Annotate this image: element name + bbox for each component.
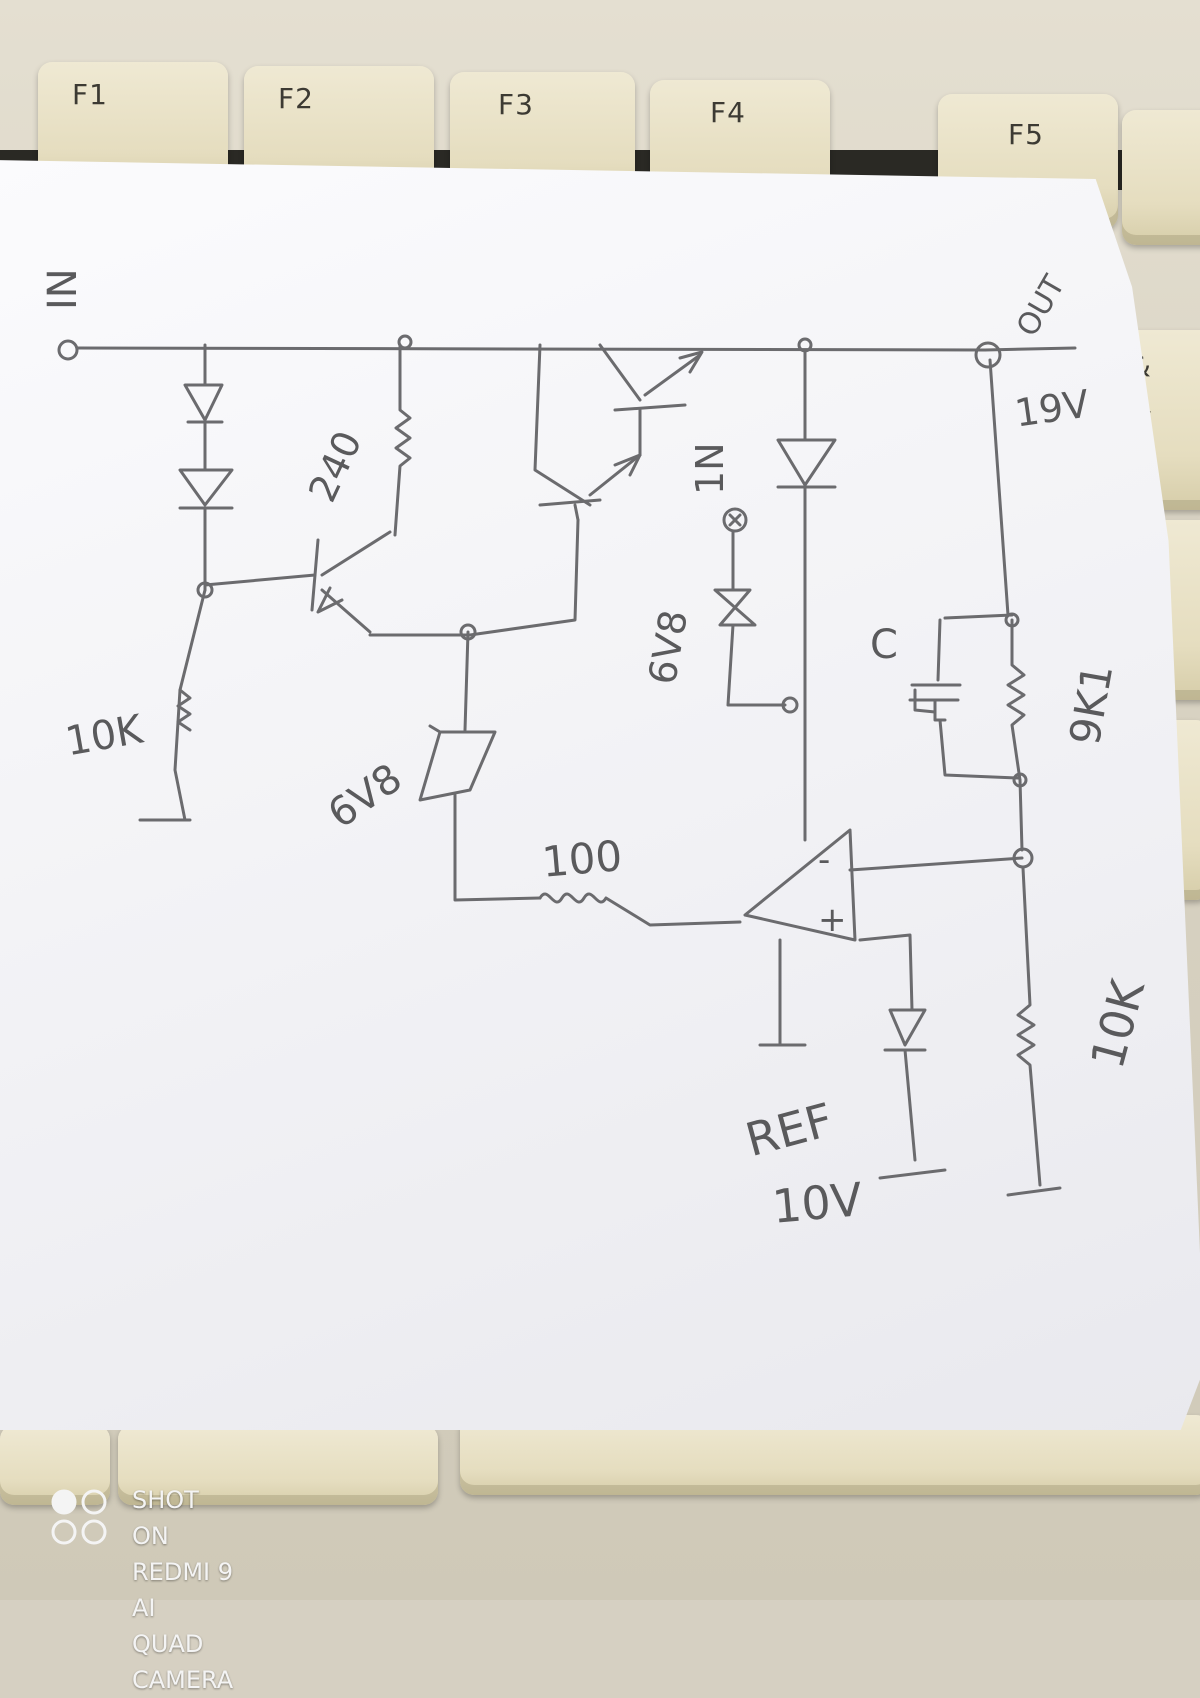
- watermark-line1: SHOT ON REDMI 9: [132, 1486, 234, 1586]
- wire: [726, 623, 787, 707]
- junction-dot: [781, 696, 799, 714]
- watermark-text: SHOT ON REDMI 9 AI QUAD CAMERA: [132, 1482, 233, 1698]
- junction-dot: [196, 581, 214, 599]
- plus-terminal: [722, 507, 748, 533]
- wire: [938, 718, 1020, 780]
- input-terminal: [57, 339, 79, 361]
- label-opamp-minus: -: [818, 840, 831, 880]
- diode-1n: [776, 438, 837, 489]
- resistor-zigzag: [176, 688, 192, 732]
- camera-logo-icon: [51, 1489, 107, 1545]
- circuit-schematic: [57, 334, 1077, 1197]
- zener-6v8-left: [418, 724, 497, 802]
- key-label: F1: [72, 78, 108, 111]
- wire: [858, 933, 914, 1012]
- left-diode-chain: [178, 343, 234, 592]
- opamp-ground: [758, 938, 807, 1047]
- label-opamp-plus: +: [818, 900, 847, 940]
- left-10k-resistor: [138, 588, 207, 822]
- paper-sheet: [0, 160, 1200, 1430]
- wire: [463, 630, 470, 732]
- zener-6v8-right: [713, 588, 757, 627]
- wire: [988, 358, 1010, 617]
- key-label: F4: [710, 96, 746, 129]
- label-diode-1n: 1N: [688, 442, 732, 495]
- capacitor-frame: [913, 688, 937, 714]
- label-input: IN: [40, 268, 86, 310]
- wire: [453, 793, 542, 902]
- opamp-body: [743, 828, 857, 942]
- reference-zener: [878, 1008, 947, 1180]
- key-bottom: [118, 1425, 438, 1505]
- junction-dot: [397, 334, 413, 350]
- capacitor-c: [908, 618, 962, 722]
- key-label: F3: [498, 88, 534, 121]
- label-r100: 100: [540, 831, 625, 887]
- r100-resistor: [538, 892, 742, 927]
- label-reference-voltage: 10V: [770, 1172, 865, 1234]
- feedback-wire: [848, 856, 1024, 872]
- darlington-transistors: [533, 343, 704, 522]
- label-capacitor: C: [870, 622, 898, 668]
- wire: [943, 613, 1014, 620]
- input-rail-wire: [75, 346, 1077, 352]
- pnp-transistor: [203, 530, 392, 634]
- key-label: F2: [278, 82, 314, 115]
- key-f6-partial: [1122, 110, 1200, 245]
- watermark-line2: AI QUAD CAMERA: [132, 1594, 234, 1694]
- output-terminal: [974, 341, 1002, 369]
- r240-resistor: [393, 343, 412, 537]
- key-label: F5: [1008, 118, 1044, 151]
- plus-symbol: [728, 513, 742, 527]
- r10k-right-resistor: [1006, 866, 1062, 1197]
- base-wire: [368, 518, 580, 637]
- r9k1-resistor: [1006, 618, 1026, 782]
- wire: [1018, 778, 1024, 852]
